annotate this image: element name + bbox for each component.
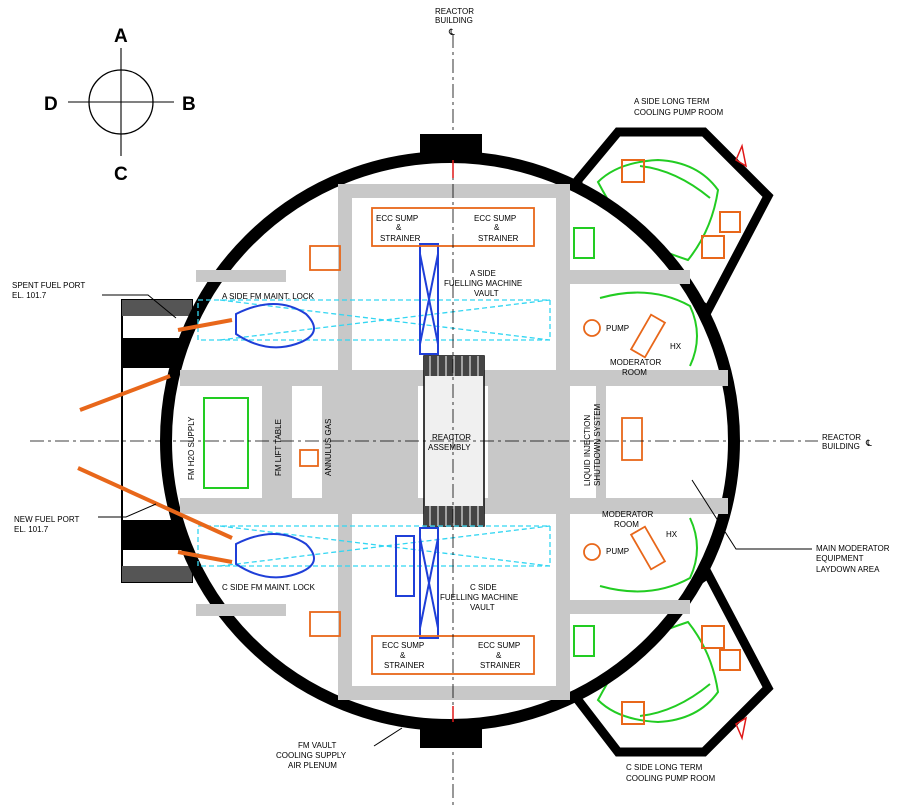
label-fm-vault-cooling-2: COOLING SUPPLY bbox=[276, 751, 347, 760]
label-new-fuel-port-1: NEW FUEL PORT bbox=[14, 515, 79, 524]
label-a-side-vault-2: FUELLING MACHINE bbox=[444, 279, 522, 288]
leader-lines bbox=[98, 294, 812, 747]
label-a-side-vault-3: VAULT bbox=[474, 289, 499, 298]
label-reactor-building-top-1: REACTOR bbox=[435, 7, 474, 16]
label-reactor-building-right-2: BUILDING bbox=[822, 442, 860, 451]
label-moderator-room-top-1: MODERATOR bbox=[610, 358, 661, 367]
label-amp-tr: & bbox=[494, 223, 500, 232]
label-reactor-assembly-2: ASSEMBLY bbox=[428, 443, 471, 452]
label-moderator-room-bot-2: ROOM bbox=[614, 520, 639, 529]
label-ecc-sump-br: ECC SUMP bbox=[478, 641, 520, 650]
moderator-piping bbox=[203, 227, 698, 657]
label-main-moderator-1: MAIN MODERATOR bbox=[816, 544, 890, 553]
label-moderator-room-top-2: ROOM bbox=[622, 368, 647, 377]
compass-west: D bbox=[44, 94, 58, 115]
label-moderator-room-bot-1: MODERATOR bbox=[602, 510, 653, 519]
label-fm-vault-cooling-1: FM VAULT bbox=[298, 741, 336, 750]
label-strainer-br: STRAINER bbox=[480, 661, 521, 670]
fuel-transfer-arms bbox=[77, 318, 233, 564]
label-reactor-building-right-1: REACTOR bbox=[822, 433, 861, 442]
label-reactor-building-top-2: BUILDING bbox=[435, 16, 473, 25]
concrete-structure bbox=[180, 184, 728, 700]
label-main-moderator-3: LAYDOWN AREA bbox=[816, 565, 880, 574]
label-a-side-pump-room-1: A SIDE LONG TERM bbox=[634, 97, 710, 106]
label-c-side-pump-room-2: COOLING PUMP ROOM bbox=[626, 774, 716, 783]
label-hx-top: HX bbox=[670, 342, 682, 351]
label-c-side-pump-room-1: C SIDE LONG TERM bbox=[626, 763, 703, 772]
label-centerline-right: ℄ bbox=[865, 438, 872, 448]
label-strainer-tl: STRAINER bbox=[380, 234, 421, 243]
label-a-side-vault-1: A SIDE bbox=[470, 269, 496, 278]
fuelling-machines bbox=[235, 243, 439, 639]
compass-south: C bbox=[114, 164, 128, 185]
fm-lock-areas bbox=[197, 299, 551, 567]
label-a-side-pump-room-2: COOLING PUMP ROOM bbox=[634, 108, 724, 117]
label-strainer-bl: STRAINER bbox=[384, 661, 425, 670]
label-main-moderator-2: EQUIPMENT bbox=[816, 554, 864, 563]
label-pump-top: PUMP bbox=[606, 324, 629, 333]
label-liquid-injection-1: LIQUID INJECTION bbox=[583, 415, 592, 486]
label-amp-bl: & bbox=[400, 651, 406, 660]
label-centerline-top: ℄ bbox=[448, 27, 455, 37]
label-ecc-sump-tl: ECC SUMP bbox=[376, 214, 418, 223]
label-c-side-vault-2: FUELLING MACHINE bbox=[440, 593, 518, 602]
label-strainer-tr: STRAINER bbox=[478, 234, 519, 243]
label-amp-tl: & bbox=[396, 223, 402, 232]
labels: REACTOR BUILDING ℄ REACTOR BUILDING ℄ A … bbox=[12, 7, 890, 783]
label-spent-fuel-port-1: SPENT FUEL PORT bbox=[12, 281, 85, 290]
label-new-fuel-port-2: EL. 101.7 bbox=[14, 525, 49, 534]
compass-rose: A C D B bbox=[44, 26, 196, 185]
compass-east: B bbox=[182, 94, 196, 115]
label-fm-h2o-supply: FM H2O SUPPLY bbox=[187, 416, 196, 480]
label-hx-bottom: HX bbox=[666, 530, 678, 539]
label-spent-fuel-port-2: EL. 101.7 bbox=[12, 291, 47, 300]
label-reactor-assembly-1: REACTOR bbox=[432, 433, 471, 442]
label-a-side-fm-lock: A SIDE FM MAINT. LOCK bbox=[222, 292, 315, 301]
label-c-side-vault-1: C SIDE bbox=[470, 583, 497, 592]
label-annulus-gas: ANNULUS GAS bbox=[324, 419, 333, 476]
label-c-side-vault-3: VAULT bbox=[470, 603, 495, 612]
label-fm-vault-cooling-3: AIR PLENUM bbox=[288, 761, 337, 770]
label-ecc-sump-bl: ECC SUMP bbox=[382, 641, 424, 650]
compass-north: A bbox=[114, 26, 128, 47]
label-amp-br: & bbox=[496, 651, 502, 660]
label-ecc-sump-tr: ECC SUMP bbox=[474, 214, 516, 223]
label-fm-lift-table: FM LIFT TABLE bbox=[274, 419, 283, 476]
label-c-side-fm-lock: C SIDE FM MAINT. LOCK bbox=[222, 583, 316, 592]
label-liquid-injection-2: SHUTDOWN SYSTEM bbox=[593, 403, 602, 486]
label-pump-bottom: PUMP bbox=[606, 547, 629, 556]
